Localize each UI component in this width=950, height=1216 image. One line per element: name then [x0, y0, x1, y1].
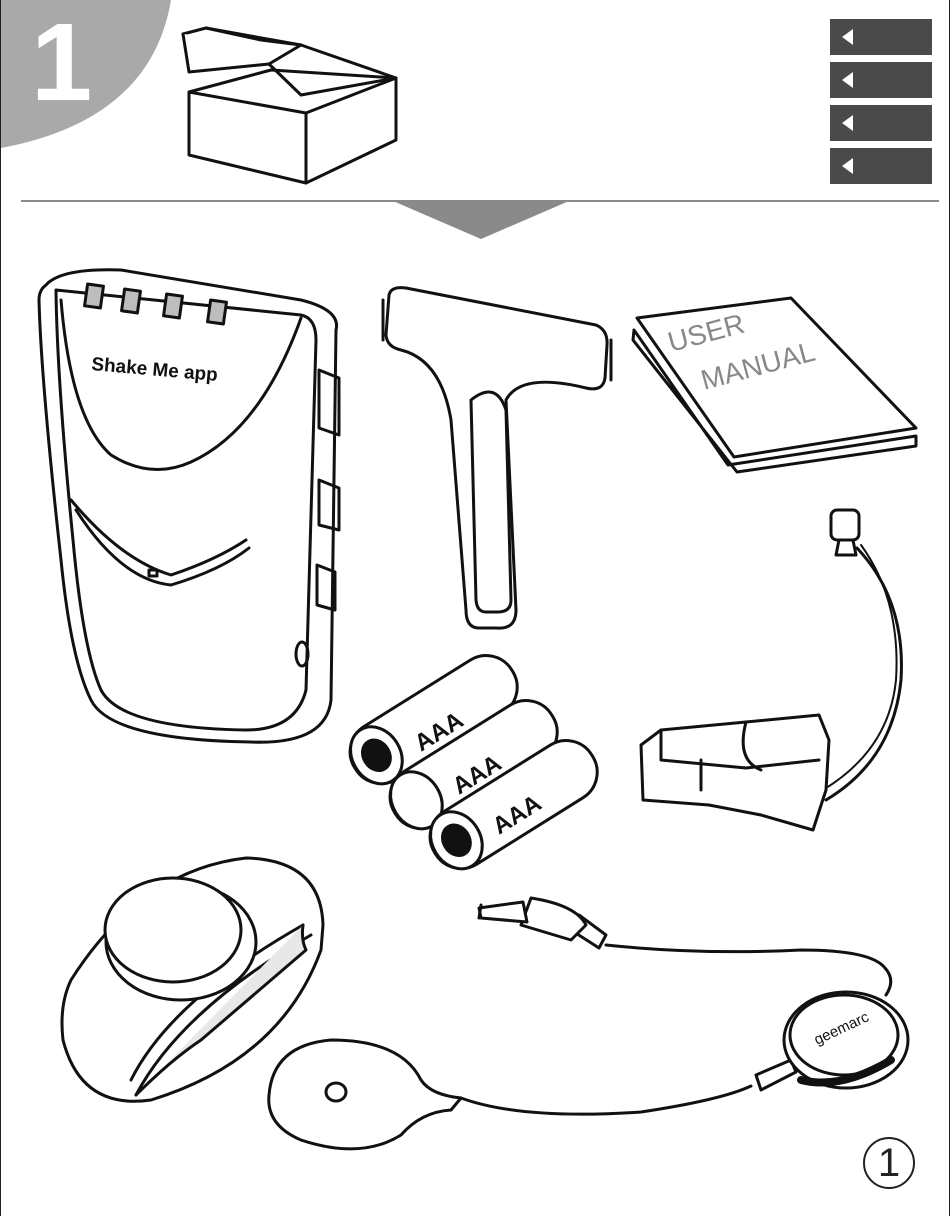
page-number-badge: 1 [863, 1137, 915, 1189]
belt-clip-icon [383, 288, 611, 629]
box-icon [183, 28, 396, 183]
vibrating-pad-icon [269, 898, 908, 1149]
pillow-pad-sensor-icon [641, 510, 901, 830]
pager-device-icon [39, 270, 339, 742]
